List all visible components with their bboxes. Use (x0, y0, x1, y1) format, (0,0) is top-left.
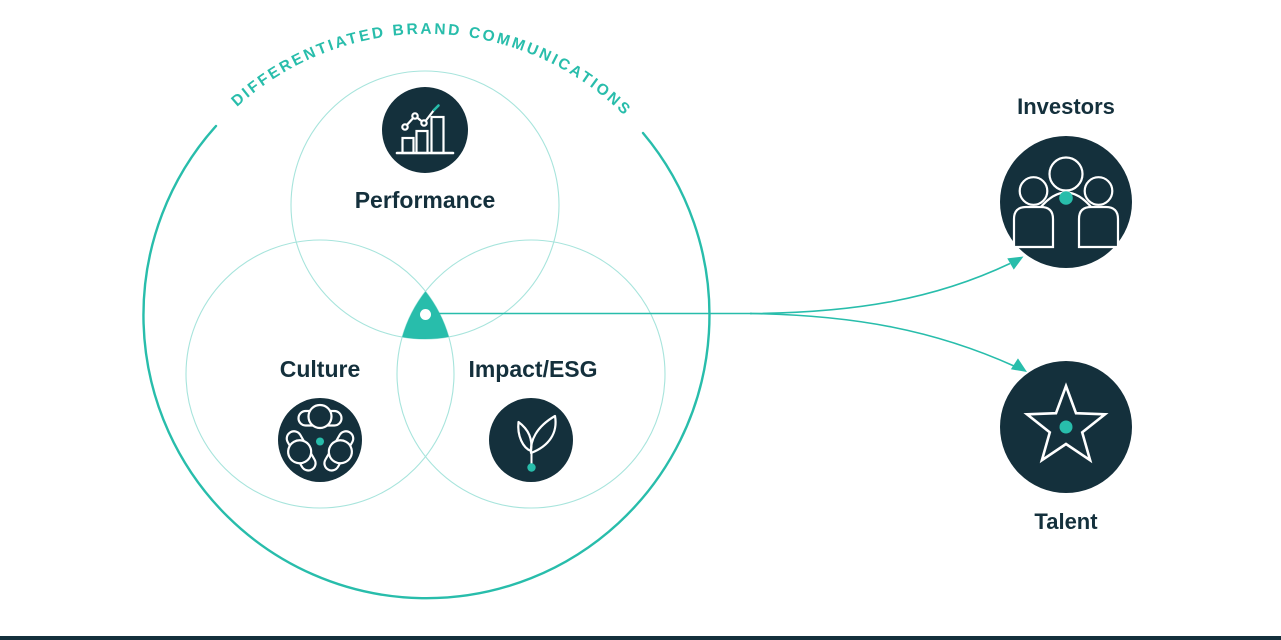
people-group-icon (1000, 136, 1132, 268)
venn-diagram (185, 70, 666, 509)
culture-label: Culture (280, 356, 361, 382)
talent-label: Talent (1034, 509, 1098, 534)
venn-circle-culture (185, 239, 455, 509)
star-icon (1000, 361, 1132, 493)
arrowhead-investors (1007, 256, 1024, 270)
connector-curve-investors (749, 262, 1011, 315)
impact-esg-label: Impact/ESG (468, 356, 597, 382)
performance-label: Performance (355, 187, 496, 213)
venn-center-dot (420, 309, 431, 320)
people-roundtable-icon (278, 398, 362, 482)
bar-chart-icon (382, 87, 468, 173)
venn-circle-impact-esg (396, 239, 666, 509)
leaf-icon (489, 398, 573, 482)
investors-label: Investors (1017, 94, 1115, 119)
connectors (431, 256, 1027, 372)
arrowhead-talent (1010, 358, 1027, 372)
bottom-border (0, 636, 1281, 640)
connector-curve-talent (749, 312, 1015, 367)
outer-ring-arc (142, 124, 711, 600)
